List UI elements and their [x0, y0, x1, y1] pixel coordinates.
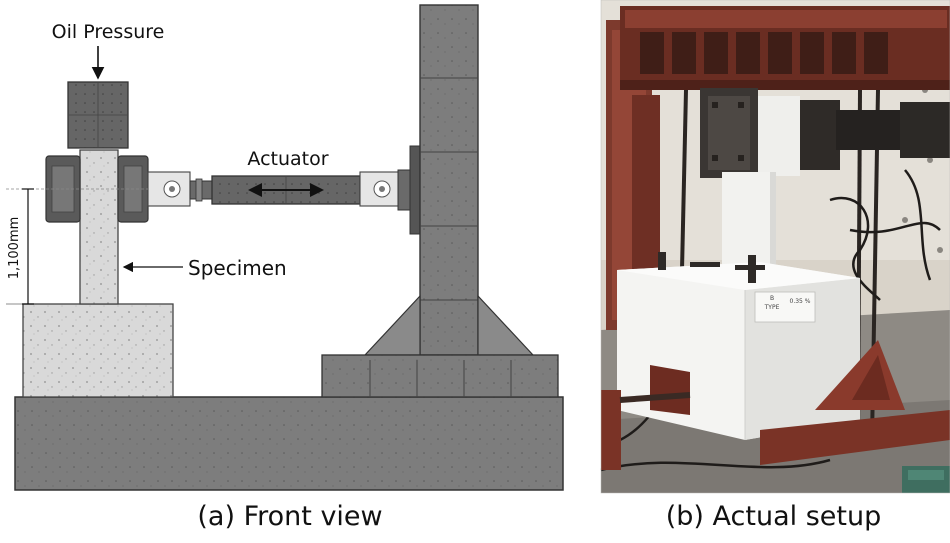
specimen-tag: [754, 291, 816, 323]
height-label: 1,100mm: [7, 217, 22, 280]
red-base-frame: [760, 410, 950, 465]
specimen-label: Specimen: [188, 256, 287, 280]
tag-line2: TYPE: [764, 304, 780, 311]
height-dimension: 1,100mm: [6, 188, 150, 305]
specimen-column: [79, 149, 119, 305]
caption-front-view: (a) Front view: [197, 501, 383, 532]
reaction-wall: [419, 4, 479, 356]
left-gusset: [363, 294, 421, 356]
strong-floor: [14, 396, 564, 491]
specimen-footing: [22, 303, 174, 398]
oil-pressure-label: Oil Pressure: [52, 21, 165, 43]
caption-actual-setup: (b) Actual setup: [665, 501, 882, 532]
actuator-label: Actuator: [247, 148, 328, 170]
tag-line1: B: [770, 295, 774, 302]
actual-setup-photo: B TYPE 0.35 %: [600, 0, 950, 494]
photo-specimen-column: [722, 172, 770, 270]
right-gusset: [477, 294, 535, 356]
front-view-diagram: Oil Pressure Actuator Specimen 1,100mm: [6, 4, 564, 491]
reaction-wall-base: [321, 354, 559, 398]
tag-line3: 0.35 %: [790, 298, 811, 305]
